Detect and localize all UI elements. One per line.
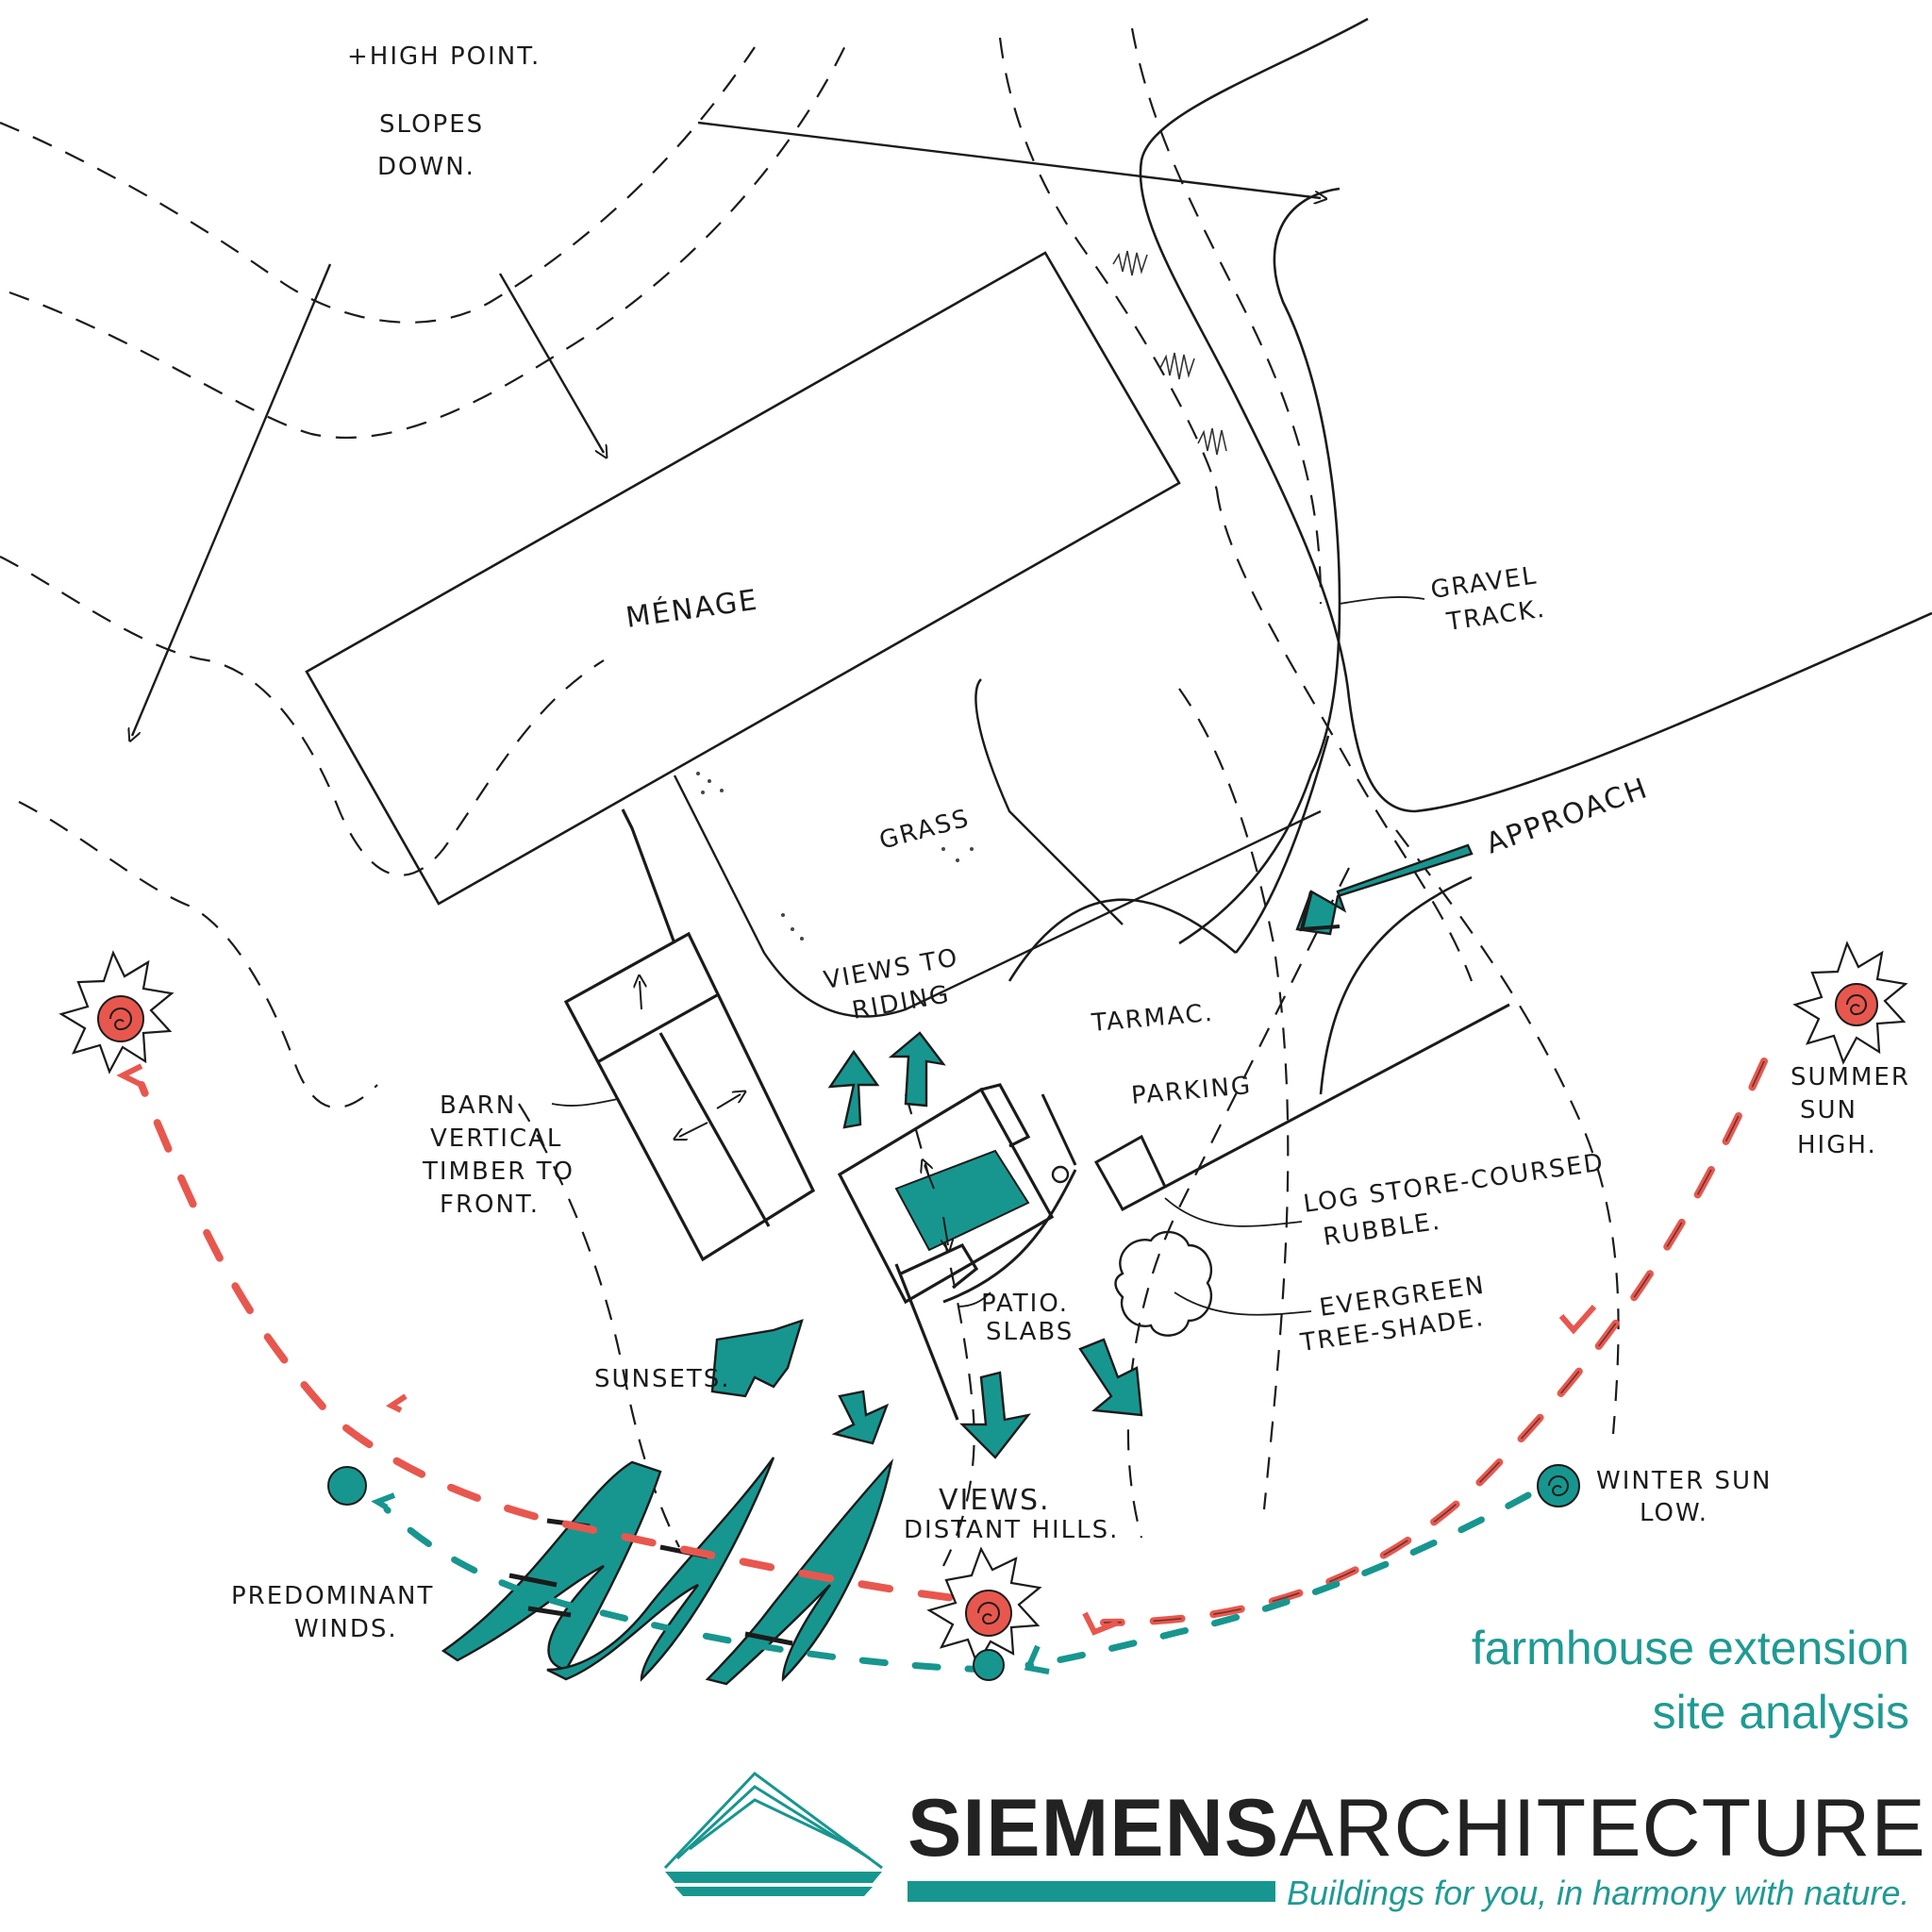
label-summer: SUMMER — [1790, 1063, 1910, 1091]
label-grass: GRASS — [876, 804, 973, 855]
extension-arrows — [924, 1165, 948, 1245]
label-tarmac: TARMAC. — [1090, 999, 1215, 1038]
wind-shapes — [441, 1457, 894, 1686]
label-high: HIGH. — [1797, 1131, 1877, 1159]
company-logo-icon — [663, 1772, 883, 1896]
sheet-title: farmhouse extension — [1471, 1622, 1909, 1674]
evergreen-tree-icon — [1114, 1230, 1213, 1337]
label-slopes-down: DOWN. — [377, 153, 475, 181]
summer-sun-icon — [1792, 941, 1908, 1065]
gravel-hatch — [1112, 250, 1227, 456]
label-slabs: SLABS — [986, 1318, 1074, 1346]
label-low: LOW. — [1640, 1499, 1708, 1527]
sunset-sun-icon — [58, 950, 175, 1074]
label-log-store: LOG STORE-COURSED — [1302, 1148, 1607, 1218]
approach-road — [1008, 735, 1473, 1095]
label-distant-hills: DISTANT HILLS. — [904, 1516, 1119, 1544]
sketch-labels: +HIGH POINT. SLOPES DOWN. MÉNAGE GRAVEL … — [231, 42, 1910, 1643]
log-store — [942, 1003, 1510, 1304]
label-winter-sun: WINTER SUN — [1596, 1467, 1772, 1495]
label-slopes: SLOPES — [379, 110, 484, 139]
company-name: SIEMENSARCHITECTURE — [908, 1788, 1926, 1869]
extension-footprint — [894, 1149, 1030, 1252]
label-barn-timber: TIMBER TO — [422, 1158, 575, 1186]
menage-outline — [305, 251, 1181, 906]
label-predominant: PREDOMINANT — [231, 1582, 434, 1610]
well — [1051, 1165, 1070, 1184]
label-patio: PATIO. — [981, 1290, 1069, 1318]
label-barn-vertical: VERTICAL — [430, 1124, 562, 1153]
label-winds: WINDS. — [294, 1615, 398, 1643]
winter-sun-icon — [1537, 1464, 1580, 1507]
label-parking: PARKING — [1130, 1072, 1253, 1110]
house-extension — [837, 1083, 1055, 1421]
label-high-point: +HIGH POINT. — [347, 42, 541, 71]
company-name-bold: SIEMENS — [908, 1783, 1280, 1874]
company-tagline: Buildings for you, in harmony with natur… — [1287, 1874, 1910, 1912]
label-barn-front: FRONT. — [440, 1191, 540, 1219]
tagline-bar — [908, 1881, 1275, 1902]
label-menage: MÉNAGE — [624, 583, 760, 635]
label-track: TRACK. — [1444, 595, 1548, 638]
sheet-subtitle: site analysis — [1652, 1686, 1909, 1739]
setting-sun-icon — [926, 1546, 1042, 1667]
leader-lines — [551, 596, 1425, 1316]
barn-outline — [563, 808, 816, 1262]
gravel-track — [1139, 17, 1932, 945]
winter-sun-path — [383, 1491, 1532, 1674]
label-approach: APPROACH — [1482, 772, 1653, 861]
label-sunsets: SUNSETS. — [594, 1365, 731, 1393]
label-barn: BARN — [440, 1091, 516, 1120]
summer-sun-path-outline — [1103, 1060, 1765, 1624]
slope-arrows — [132, 121, 1321, 736]
teal-view-arrows — [710, 843, 1474, 1459]
sun-path-arrowheads — [116, 1063, 1597, 1674]
label-sun: SUN — [1800, 1096, 1857, 1124]
grass-area — [673, 678, 1322, 1018]
rising-sun-icon — [327, 1466, 1005, 1681]
company-name-regular: ARCHITECTURE — [1279, 1783, 1926, 1874]
barn-arrows — [640, 981, 741, 1137]
label-views: VIEWS. — [939, 1484, 1051, 1517]
grass-dots — [696, 772, 974, 941]
